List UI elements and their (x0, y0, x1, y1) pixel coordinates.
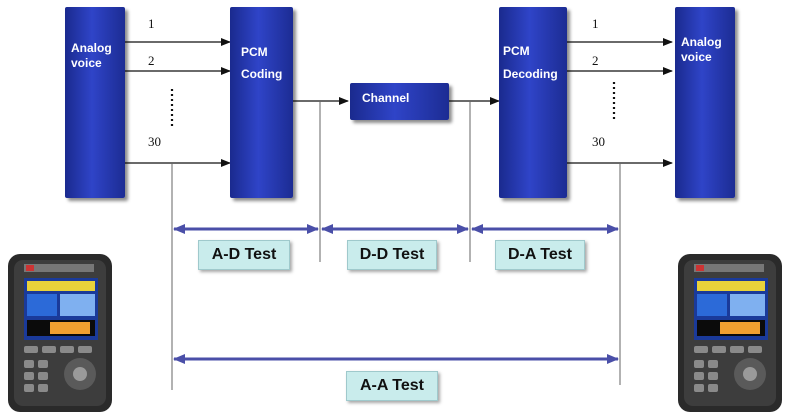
pcm-decoding-line2: Decoding (503, 67, 558, 81)
analog-voice-left-block: Analog voice (65, 7, 125, 198)
analog-voice-right-line2: voice (681, 50, 712, 64)
test-label-dd: D-D Test (347, 240, 437, 270)
channel-label-1-left: 1 (148, 16, 155, 31)
channel-label: Channel (362, 91, 410, 105)
tester-device-right-icon (678, 254, 782, 412)
channel-label-1-right: 1 (592, 16, 599, 31)
tester-device-left-icon (8, 254, 112, 412)
pcm-coding-line1: PCM (241, 45, 268, 59)
analog-voice-right-block: Analog voice (675, 7, 735, 198)
analog-voice-right-line1: Analog (681, 35, 722, 49)
test-label-aa: A-A Test (346, 371, 438, 401)
channel-label-2-right: 2 (592, 53, 599, 68)
pcm-decoding-block: PCM Decoding (499, 7, 567, 198)
test-label-da: D-A Test (495, 240, 585, 270)
channel-label-30-left: 30 (148, 134, 161, 149)
pcm-coding-block: PCM Coding (230, 7, 293, 198)
pcm-decoding-line1: PCM (503, 44, 530, 58)
channel-block: Channel (350, 83, 449, 120)
pcm-coding-line2: Coding (241, 67, 283, 81)
channel-label-30-right: 30 (592, 134, 605, 149)
analog-voice-left-line1: Analog (71, 41, 112, 55)
test-label-ad: A-D Test (198, 240, 290, 270)
channel-label-2-left: 2 (148, 53, 155, 68)
analog-voice-left-line2: voice (71, 56, 102, 70)
